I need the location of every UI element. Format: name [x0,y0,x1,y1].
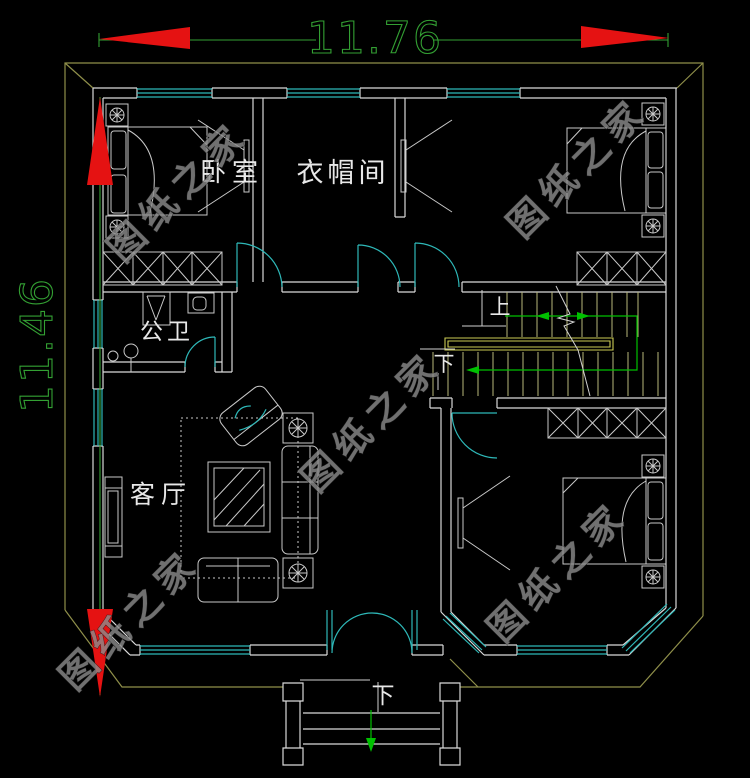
coffee-table [208,462,270,532]
nightstand [106,104,128,126]
porch-direction-arrow [366,738,376,752]
room-labels: 卧室 衣帽间 公卫 客厅 [130,158,390,509]
porch-column [283,683,303,701]
door-cloakroom [358,245,400,287]
dim-left-value: 11.46 [12,277,63,413]
watermark: 图纸之家 [293,343,451,501]
window-cloakroom [287,89,360,97]
shower [143,292,170,325]
dim-arrow-down [87,609,113,697]
window-bedroom-tl [137,89,212,97]
floor-drain [108,351,118,361]
label-living-room: 客厅 [130,480,192,509]
toilet [188,293,214,313]
stairs-up-label: 上 [490,295,511,319]
label-bedroom-tl: 卧室 [200,158,264,188]
doors [185,243,497,653]
armchair [217,383,286,449]
tv [244,140,249,192]
lamp-table [283,413,313,443]
bathroom-fixtures [108,292,214,372]
pillow [648,172,663,208]
door-bedroom-tr [415,243,459,287]
watermark: 图纸之家 [99,113,257,271]
porch-column [440,683,460,701]
pillow [648,523,663,560]
stair-break-line [556,286,590,396]
bedroom-br-furniture [458,408,666,588]
dim-arrow-up [87,97,113,185]
nightstand [642,215,664,237]
entrance-double-door [332,613,412,653]
windows [94,89,675,654]
dimension-top: 11.76 [99,12,669,65]
bedroom-tl-furniture [103,104,249,285]
rug [181,418,298,578]
porch-column [440,748,460,765]
stairs-down-label: 下 [434,352,455,376]
dim-top-value: 11.76 [307,13,443,64]
window-bathroom [94,300,102,348]
nightstand [642,566,664,588]
window-bedroom-tr [447,89,520,97]
stair-handrail [445,338,613,350]
porch: 下 [283,680,460,765]
entrance-door-jambs [327,610,417,650]
pillow [111,175,126,213]
window-bay-bottom [517,646,607,654]
dim-arrow-right [581,26,669,48]
pillow [648,132,663,168]
watermark: 图纸之家 [499,89,657,247]
bed [563,478,666,564]
eave-outline [65,63,703,687]
nightstand [642,103,664,125]
nightstand [642,455,664,477]
bed [567,128,666,213]
lamp-table [283,558,313,588]
window-bay-right [622,604,675,653]
window-bay-left [443,613,486,653]
wardrobe [577,252,666,285]
sofa-main [282,446,318,554]
washbasin [124,344,138,358]
watermark: 图纸之家 [479,493,637,651]
porch-column [283,748,303,765]
porch-down-label: 下 [372,683,395,709]
window-living-left [94,389,102,446]
bedroom-tr-furniture [401,103,666,285]
label-cloakroom: 衣帽间 [297,158,390,189]
dim-arrow-left [99,27,190,49]
window-living-bottom [140,646,250,654]
pillow [111,131,126,169]
label-bathroom: 公卫 [140,319,194,345]
stair-direction-line [478,316,637,370]
watermark: 图纸之家 [51,541,209,699]
pillow [648,482,663,519]
staircase: 上 下 [420,286,658,396]
door-bedroom-br [452,413,497,458]
door-bedroom-tl [237,243,282,287]
dimension-left: 11.46 [11,97,113,697]
nightstand [106,216,128,238]
tv [458,498,463,548]
door-bathroom [185,337,215,367]
tv [401,140,406,192]
living-room-furniture [105,383,318,602]
